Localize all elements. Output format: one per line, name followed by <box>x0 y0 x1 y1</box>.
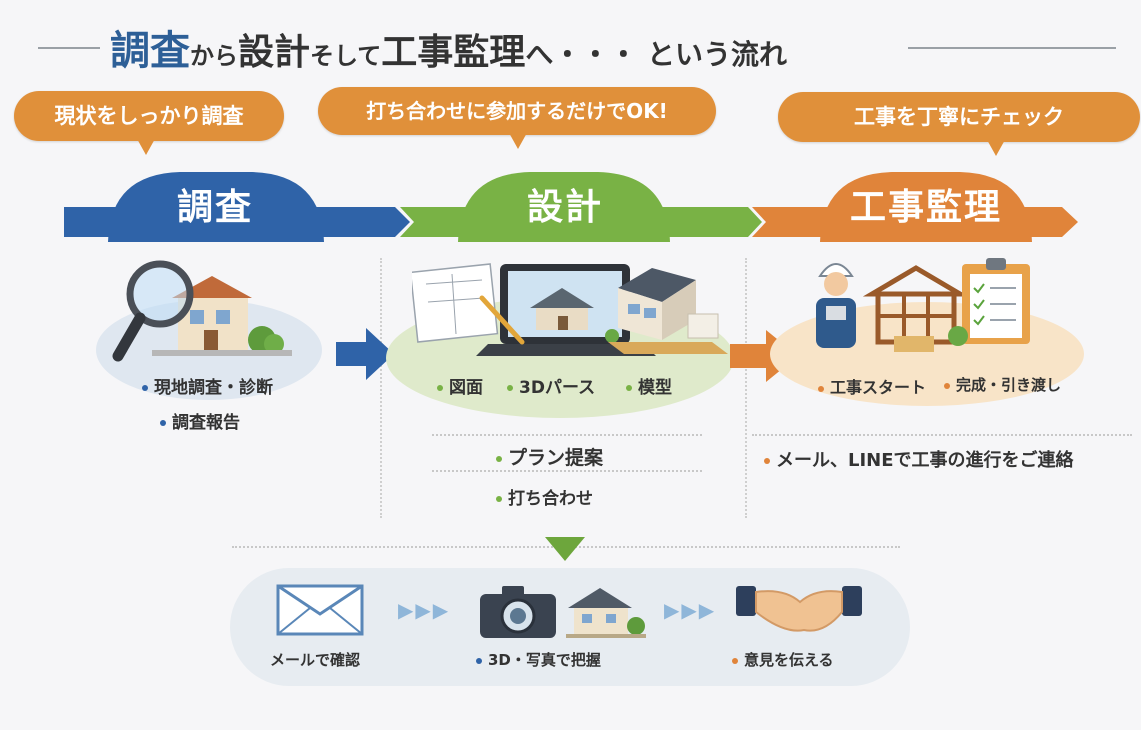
bullet-dot <box>437 385 443 391</box>
bullet-dot <box>944 382 950 389</box>
bubble-design: 打ち合わせに参加するだけでOK! <box>318 87 716 149</box>
stage-design: 設計 <box>526 187 603 228</box>
title-flow: へ・・・ という流れ <box>525 38 788 71</box>
stage-survey: 調査 <box>176 187 253 228</box>
bullet-dot <box>732 657 738 664</box>
bubble-survey-tail <box>136 137 156 155</box>
bullet-dot <box>160 420 166 426</box>
survey-item-0: 現地調査・診断 <box>142 373 273 398</box>
band-design <box>400 207 762 237</box>
bubble-survey-text: 現状をしっかり調査 <box>54 104 244 128</box>
title-design: 設計 <box>238 32 311 73</box>
chevrons-icon: ▶▶▶ <box>664 598 717 622</box>
bottom-step-1: 3D・写真で把握 <box>476 649 601 670</box>
process-ribbon <box>64 172 1078 242</box>
title-kara: から <box>190 42 238 70</box>
title-survey: 調査 <box>110 28 190 74</box>
separator-right <box>745 258 747 518</box>
title-soshite: そして <box>310 42 382 70</box>
construction-item-0: 工事スタート <box>818 374 926 398</box>
bottom-step-0: メールで確認 <box>270 651 361 669</box>
survey-item-1: 調査報告 <box>160 408 240 433</box>
bullet-dot <box>142 385 148 391</box>
title-construction: 工事監理 <box>381 32 526 73</box>
camera-icon <box>480 586 556 638</box>
title-rule-left <box>38 47 100 49</box>
bullet-dot <box>496 496 502 502</box>
design-sub-item-0: プラン提案 <box>496 443 603 470</box>
bullet-dot <box>496 455 502 462</box>
bubble-construction-text: 工事を丁寧にチェック <box>854 105 1064 129</box>
bottom-step-2: 意見を伝える <box>732 649 834 670</box>
arrow-right-icon <box>336 328 394 380</box>
house-icon <box>566 588 646 638</box>
bubble-construction-tail <box>986 138 1006 156</box>
construction-illustration <box>816 258 1030 352</box>
design-item-0: 図面 <box>437 373 483 398</box>
bullet-dot <box>507 385 513 391</box>
bullet-dot <box>818 385 824 392</box>
construction-note-rule <box>752 434 1132 436</box>
design-sub-rule-mid <box>432 470 702 472</box>
magnifier-house-illustration <box>112 260 292 362</box>
design-item-1: 3Dパース <box>507 373 595 398</box>
bubble-construction: 工事を丁寧にチェック <box>778 92 1140 156</box>
bullet-dot <box>476 657 482 664</box>
stage-construction: 工事監理 <box>849 187 1002 228</box>
bubble-survey: 現状をしっかり調査 <box>14 91 284 155</box>
band-construction <box>752 207 1078 237</box>
arrow-down-icon <box>545 537 585 561</box>
design-item-2: 模型 <box>626 373 672 398</box>
design-illustration <box>412 263 728 356</box>
chevrons-icon: ▶▶▶ <box>398 598 451 622</box>
title-rule-right <box>908 47 1116 49</box>
handshake-icon <box>736 586 862 632</box>
construction-note: メール、LINEで工事の進行をご連絡 <box>764 446 1074 472</box>
page-title: 調査から設計そして工事監理へ・・・ という流れ <box>110 18 910 74</box>
construction-item-1: 完成・引き渡し <box>944 374 1061 395</box>
separator-left <box>380 258 382 518</box>
band-survey <box>64 207 410 237</box>
bullet-dot <box>626 385 632 391</box>
bubble-design-tail <box>508 131 528 149</box>
design-sub-item-1: 打ち合わせ <box>496 484 593 509</box>
mail-icon <box>276 584 364 636</box>
bullet-dot <box>764 458 770 464</box>
design-sub-rule-top <box>432 434 702 436</box>
bubble-design-text: 打ち合わせに参加するだけでOK! <box>366 99 668 123</box>
